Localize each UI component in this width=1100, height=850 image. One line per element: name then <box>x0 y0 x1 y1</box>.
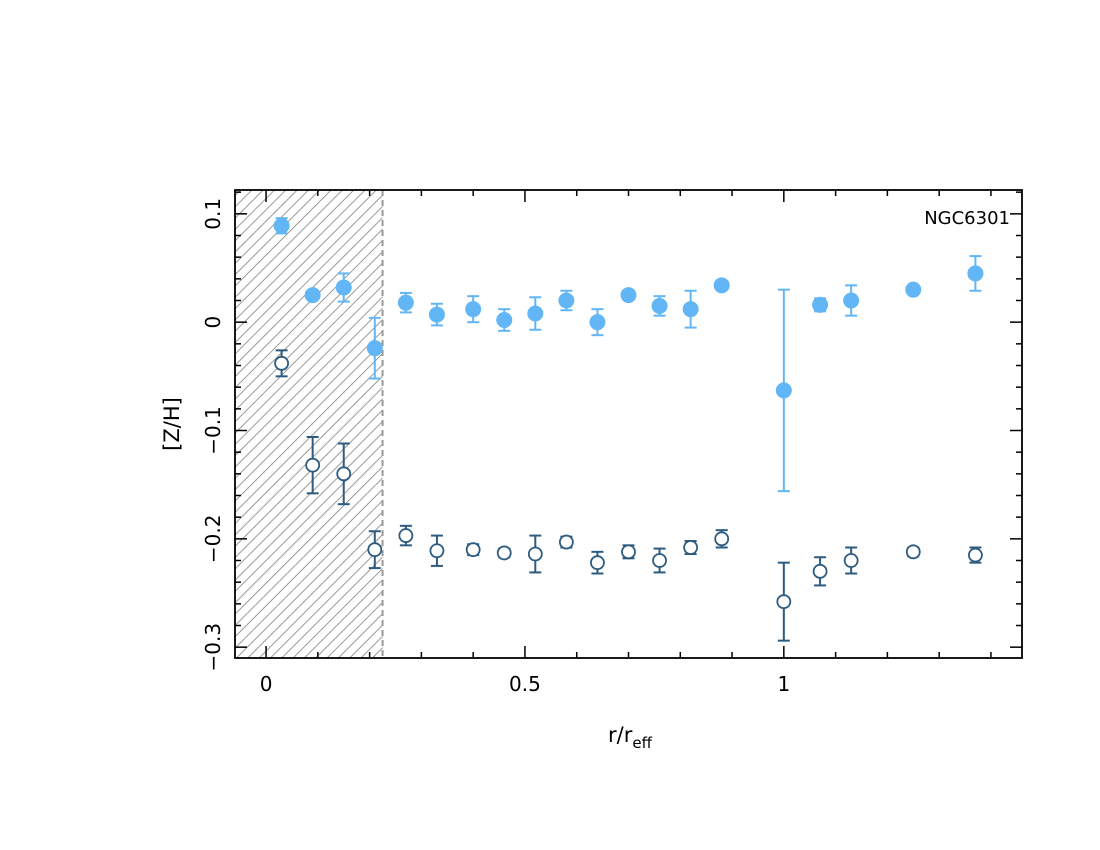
data-point <box>558 292 575 309</box>
y-axis-label: [Z/H] <box>160 397 184 451</box>
galaxy-label: NGC6301 <box>924 208 1010 229</box>
data-point <box>775 382 792 399</box>
data-point <box>620 287 637 304</box>
data-point <box>274 355 289 371</box>
data-point <box>366 340 383 357</box>
data-point <box>812 296 829 313</box>
data-point <box>843 292 860 309</box>
data-point <box>651 297 668 314</box>
y-tick-label: −0.1 <box>201 406 225 455</box>
x-axis-label: r/reff <box>608 723 653 752</box>
y-tick-label: 0.1 <box>201 198 225 230</box>
data-point <box>397 294 414 311</box>
data-point <box>843 553 859 568</box>
data-point <box>812 563 828 579</box>
data-point <box>590 555 605 571</box>
x-axis-label-subscript: eff <box>632 734 652 752</box>
data-point <box>776 594 792 610</box>
data-point <box>465 542 481 558</box>
series-0 <box>273 217 984 493</box>
data-point <box>589 314 606 331</box>
data-point <box>968 547 983 563</box>
data-point <box>496 312 513 328</box>
hatched-region <box>235 190 384 658</box>
data-point <box>305 457 321 473</box>
data-point <box>714 531 730 547</box>
data-point <box>336 466 352 482</box>
data-point <box>496 545 512 561</box>
data-point <box>713 277 730 294</box>
data-layer <box>273 217 984 642</box>
data-point <box>527 546 543 562</box>
axes: 0 0.5 1 0.1 0 −0.1 −0.2 −0.3 <box>201 189 1023 696</box>
data-point <box>527 305 544 322</box>
y-tick-label: 0 <box>201 316 225 329</box>
data-point <box>429 543 445 559</box>
data-point <box>428 306 445 323</box>
data-point <box>905 544 921 560</box>
data-point <box>967 265 984 282</box>
data-point <box>652 553 667 568</box>
hatched-area <box>235 190 383 658</box>
data-point <box>398 528 414 543</box>
data-point <box>367 542 383 558</box>
x-tick-label: 1 <box>777 672 790 696</box>
data-point <box>905 281 922 298</box>
data-point <box>273 217 290 234</box>
x-axis-label-main: r/r <box>608 723 633 747</box>
data-point <box>465 301 482 318</box>
data-point <box>682 301 699 318</box>
y-tick-label: −0.3 <box>201 623 225 672</box>
y-tick-label: −0.2 <box>201 515 225 564</box>
data-point <box>335 279 352 296</box>
series-1 <box>274 349 983 642</box>
data-point <box>621 544 636 560</box>
data-point <box>558 534 574 550</box>
x-tick-label: 0 <box>260 672 273 696</box>
x-tick-label: 0.5 <box>509 672 541 696</box>
data-point <box>683 540 699 555</box>
data-point <box>304 287 321 304</box>
